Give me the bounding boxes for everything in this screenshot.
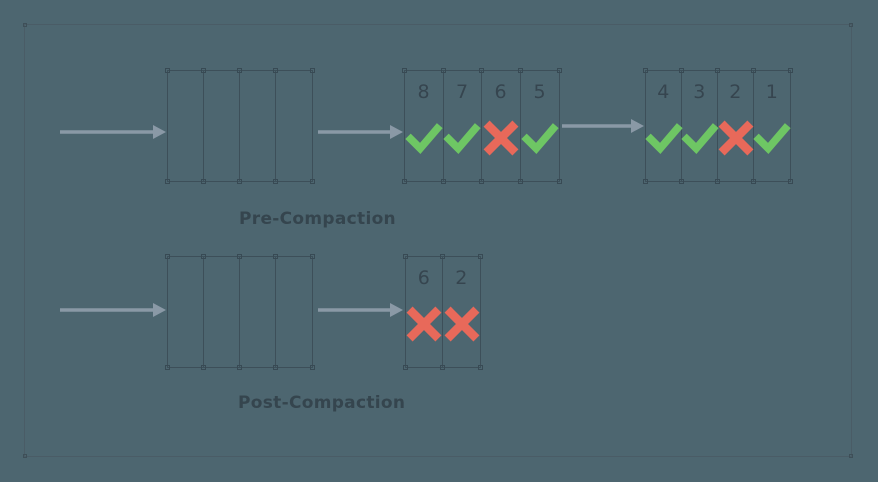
cell-empty-1[interactable] [165, 68, 206, 184]
check-icon [644, 119, 683, 157]
cell-label: 1 [765, 81, 779, 103]
pre-compaction-block-8-5[interactable]: 8 7 6 5 [402, 68, 562, 184]
pre-compaction-caption: Pre-Compaction [239, 209, 396, 229]
cell-1[interactable]: 1 [753, 68, 793, 184]
cell-empty-2[interactable] [204, 68, 242, 184]
check-icon [521, 119, 559, 157]
cell-7[interactable]: 7 [443, 68, 484, 184]
cell-empty-4[interactable] [276, 68, 315, 184]
check-icon [405, 119, 443, 157]
cell-label: 8 [417, 81, 431, 103]
arrow-right-icon-pre-2 [562, 115, 644, 137]
cell-empty-3[interactable] [240, 68, 278, 184]
frame-handle-bottom-right [849, 454, 853, 458]
cell-label: 6 [417, 267, 431, 289]
cell-4[interactable]: 4 [643, 68, 684, 184]
post-compaction-empty-block[interactable] [165, 254, 315, 370]
cell-label: 2 [729, 81, 742, 103]
pre-compaction-block-4-1[interactable]: 4 3 2 1 [643, 68, 793, 184]
post-compaction-block-6-2[interactable]: 6 2 [403, 254, 483, 370]
check-icon [680, 119, 719, 157]
pre-compaction-empty-block[interactable] [165, 68, 315, 184]
cross-icon [717, 119, 755, 157]
cell-label: 5 [533, 81, 547, 103]
cell-empty-3[interactable] [240, 254, 278, 370]
check-icon [753, 119, 791, 157]
cell-empty-4[interactable] [276, 254, 315, 370]
cell-empty-2[interactable] [204, 254, 242, 370]
cross-icon [482, 119, 520, 157]
cell-label: 2 [455, 267, 468, 289]
frame-handle-top-right [849, 23, 853, 27]
cell-label: 7 [455, 81, 469, 103]
cell-label: 4 [657, 81, 670, 103]
cell-empty-1[interactable] [165, 254, 206, 370]
check-icon [443, 119, 481, 157]
cross-icon [405, 305, 443, 343]
arrow-right-icon-post-1 [318, 299, 403, 321]
cell-3[interactable]: 3 [680, 68, 720, 184]
diagram-frame [23, 23, 853, 458]
cell-label: 6 [494, 81, 508, 103]
cell-2[interactable]: 2 [443, 254, 483, 370]
cell-6[interactable]: 6 [403, 254, 446, 370]
cell-6[interactable]: 6 [482, 68, 523, 184]
cell-8[interactable]: 8 [402, 68, 446, 184]
frame-handle-top-left [23, 23, 27, 27]
cell-label: 3 [693, 81, 706, 103]
frame-handle-bottom-left [23, 454, 27, 458]
post-compaction-caption: Post-Compaction [238, 393, 406, 413]
cell-5[interactable]: 5 [521, 68, 562, 184]
arrow-right-icon-pre-1 [318, 121, 403, 143]
arrow-right-icon-pre-in [60, 121, 166, 143]
arrow-right-icon-post-in [60, 299, 166, 321]
cell-2[interactable]: 2 [717, 68, 756, 184]
cross-icon [443, 305, 481, 343]
